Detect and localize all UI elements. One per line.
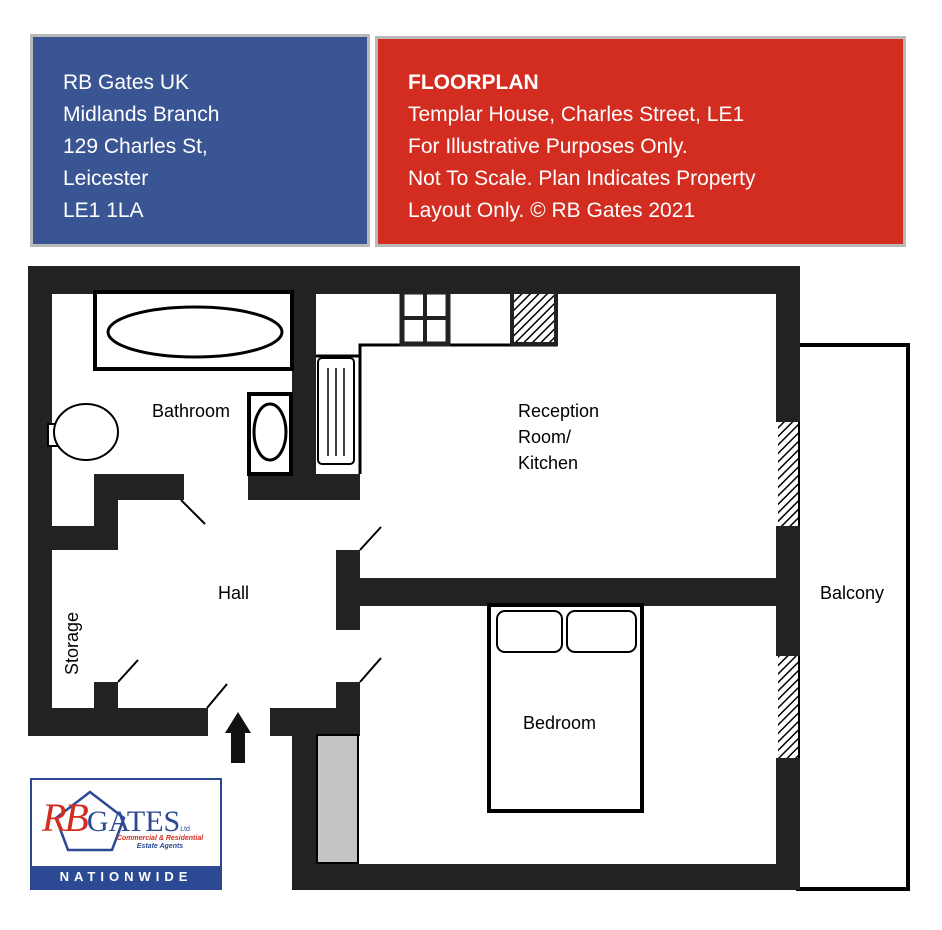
top-wall <box>28 266 800 294</box>
branch-line: RB Gates UK <box>63 71 190 94</box>
bathroom-kitchen-wall <box>292 294 316 500</box>
entrance-arrow-icon <box>225 712 251 763</box>
branch-address-box: RB Gates UK Midlands Branch 129 Charles … <box>30 34 370 247</box>
notice-line: For Illustrative Purposes Only. <box>408 135 688 158</box>
washbasin-bowl <box>252 402 288 462</box>
room-label-bedroom: Bedroom <box>523 713 596 733</box>
room-label-storage: Storage <box>62 612 82 675</box>
bedroom-left-wall <box>292 710 316 890</box>
window-reception <box>778 422 798 526</box>
logo-ltd: Ltd <box>180 826 190 833</box>
room-label-reception: Reception <box>518 401 599 421</box>
floorplan-notice-box: FLOORPLAN Templar House, Charles Street,… <box>375 36 906 247</box>
bottom-wall <box>292 864 800 890</box>
rb-gates-logo: RBGATESLtd Commercial & Residential Esta… <box>30 778 222 890</box>
logo-tagline: Commercial & Residential Estate Agents <box>110 835 210 851</box>
room-label-reception: Kitchen <box>518 453 578 473</box>
left-wall <box>28 266 52 736</box>
logo-tagline-line: Commercial & Residential <box>116 835 204 842</box>
branch-line: LE1 1LA <box>63 199 144 222</box>
wardrobe <box>316 734 359 864</box>
logo-gates: GATES <box>86 805 181 838</box>
room-label-hall: Hall <box>218 583 249 603</box>
bathroom-door <box>180 499 206 525</box>
notice-line: Templar House, Charles Street, LE1 <box>408 103 745 126</box>
reception-door <box>359 526 382 551</box>
window-bedroom <box>778 656 798 758</box>
balcony-outline <box>796 343 910 891</box>
pillow <box>566 610 637 653</box>
bedroom-door <box>359 657 382 683</box>
branch-line: Leicester <box>63 167 149 190</box>
toilet-bowl <box>53 403 119 461</box>
storage-door-jamb <box>94 682 118 732</box>
storage-top-wall <box>28 526 118 550</box>
logo-tagline-line: Estate Agents <box>136 843 184 850</box>
notice-line: Not To Scale. Plan Indicates Property <box>408 167 756 190</box>
branch-line: 129 Charles St, <box>63 135 208 158</box>
branch-line: Midlands Branch <box>63 103 220 126</box>
bathtub-basin <box>106 305 284 359</box>
room-label-reception: Room/ <box>518 427 571 447</box>
bathroom-lower-wall <box>248 474 360 500</box>
bedroom-top-wall <box>336 578 780 606</box>
door-swings <box>117 499 382 709</box>
room-label-balcony: Balcony <box>820 583 884 603</box>
logo-wordmark: RBGATESLtd <box>42 794 190 841</box>
walls <box>28 266 800 890</box>
logo-rb: RB <box>42 795 89 840</box>
front-door <box>206 683 228 709</box>
notice-title: FLOORPLAN <box>408 71 539 94</box>
pillow <box>496 610 563 653</box>
right-wall-upper <box>776 266 800 422</box>
notice-line: Layout Only. © RB Gates 2021 <box>408 199 696 222</box>
appliance <box>510 290 558 346</box>
logo-nationwide: NATIONWIDE <box>32 866 220 888</box>
pentagon-house-icon <box>54 790 126 852</box>
room-label-bathroom: Bathroom <box>152 401 230 421</box>
bedroom-door-jamb <box>336 682 360 736</box>
storage-door <box>117 659 139 683</box>
